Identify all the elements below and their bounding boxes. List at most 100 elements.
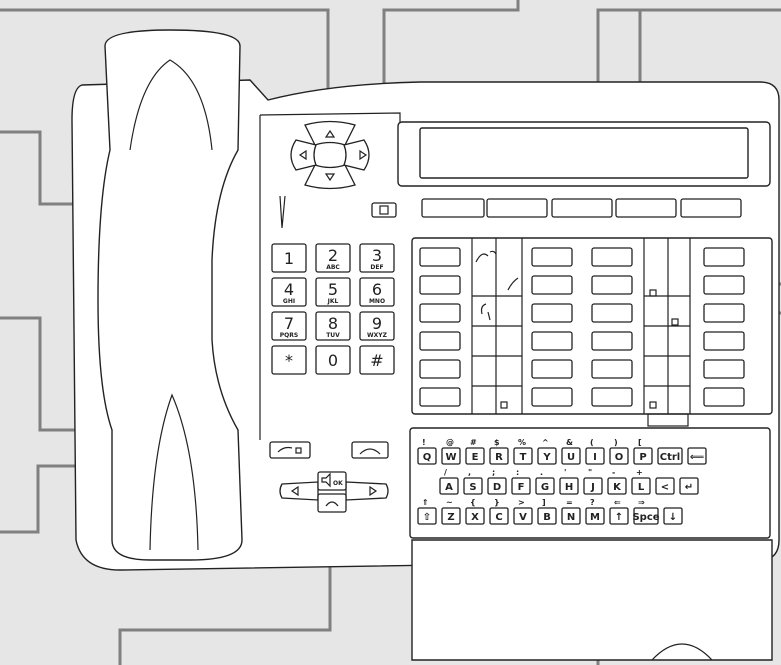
nav-left-button[interactable]: [290, 139, 317, 171]
keyboard-key-0-10[interactable]: Ctrl: [657, 447, 683, 465]
function-key-0-1[interactable]: [531, 247, 573, 267]
vol-up-button[interactable]: [345, 481, 389, 501]
mute-key[interactable]: [317, 493, 347, 513]
function-key-1-3[interactable]: [703, 275, 745, 295]
keyboard-key-0-1[interactable]: W: [441, 447, 461, 465]
keyboard-key-2-4[interactable]: V: [513, 507, 533, 525]
function-key-4-2[interactable]: [591, 359, 633, 379]
keyboard-key-2-3[interactable]: C: [489, 507, 509, 525]
redial-key[interactable]: [269, 441, 311, 459]
keyboard-key-1-4[interactable]: G: [535, 477, 555, 495]
keyboard-key-1-2[interactable]: D: [487, 477, 507, 495]
keyboard-key-1-3[interactable]: F: [511, 477, 531, 495]
function-key-5-0[interactable]: [419, 387, 461, 407]
keyboard-key-2-9[interactable]: Spce: [632, 507, 660, 525]
vol-down-button[interactable]: [279, 481, 319, 501]
keyboard-key-1-5[interactable]: H: [559, 477, 579, 495]
keyboard-key-2-8[interactable]: ↑: [609, 507, 629, 525]
function-key-2-2[interactable]: [591, 303, 633, 323]
led-1: [500, 401, 508, 409]
function-key-1-0[interactable]: [419, 275, 461, 295]
keyboard-key-label: I: [593, 452, 597, 463]
nav-right-button[interactable]: [343, 139, 370, 171]
softkey-3[interactable]: [551, 198, 613, 218]
keyboard-key-2-10[interactable]: ↓: [663, 507, 683, 525]
function-key-5-1[interactable]: [531, 387, 573, 407]
softkey-2[interactable]: [486, 198, 548, 218]
keyboard-key-1-8[interactable]: L: [631, 477, 651, 495]
dial-key-number: 1: [284, 249, 294, 268]
keyboard-symbol: ~: [446, 498, 453, 507]
function-key-3-0[interactable]: [419, 331, 461, 351]
keyboard-key-0-5[interactable]: Y: [537, 447, 557, 465]
keyboard-symbol: @: [446, 438, 454, 447]
function-key-4-3[interactable]: [703, 359, 745, 379]
softkey-1[interactable]: [421, 198, 485, 218]
dial-key-10[interactable]: 0: [315, 345, 351, 375]
function-key-3-3[interactable]: [703, 331, 745, 351]
function-key-5-3[interactable]: [703, 387, 745, 407]
softkeys[interactable]: [421, 198, 742, 218]
keyboard-key-0-3[interactable]: R: [489, 447, 509, 465]
keyboard-key-1-0[interactable]: A: [439, 477, 459, 495]
function-key-0-2[interactable]: [591, 247, 633, 267]
function-key-4-0[interactable]: [419, 359, 461, 379]
function-key-2-1[interactable]: [531, 303, 573, 323]
keyboard-key-2-7[interactable]: M: [585, 507, 605, 525]
dial-key-9[interactable]: *: [271, 345, 307, 375]
line-key[interactable]: [371, 202, 397, 218]
keyboard-key-2-2[interactable]: X: [465, 507, 485, 525]
function-key-0-3[interactable]: [703, 247, 745, 267]
softkey-4[interactable]: [615, 198, 677, 218]
keyboard-key-2-6[interactable]: N: [561, 507, 581, 525]
speaker-key[interactable]: [317, 471, 347, 491]
keyboard-key-0-9[interactable]: P: [633, 447, 653, 465]
keyboard-symbol: :: [516, 468, 519, 477]
function-key-2-0[interactable]: [419, 303, 461, 323]
keyboard-key-0-8[interactable]: O: [609, 447, 629, 465]
keyboard-key-1-7[interactable]: K: [607, 477, 627, 495]
dial-key-number: 0: [328, 351, 338, 370]
dial-key-0[interactable]: 1: [271, 243, 307, 273]
keyboard[interactable]: Q!W@E#R$T%Y^U&I(O)P[Ctrl⟸A/S,D;F:G.H'J"K…: [417, 438, 707, 525]
keyboard-key-1-10[interactable]: ↵: [679, 477, 699, 495]
nav-cluster[interactable]: [290, 120, 370, 190]
softkey-5[interactable]: [680, 198, 742, 218]
function-key-4-1[interactable]: [531, 359, 573, 379]
keyboard-key-1-9[interactable]: <: [655, 477, 675, 495]
callout-mute-key: [118, 510, 332, 665]
keyboard-key-2-0[interactable]: ⇧: [417, 507, 437, 525]
function-key-2-3[interactable]: [703, 303, 745, 323]
keyboard-symbol: ⇑: [422, 498, 429, 507]
keyboard-key-2-5[interactable]: B: [537, 507, 557, 525]
function-key-1-1[interactable]: [531, 275, 573, 295]
keyboard-key-1-1[interactable]: S: [463, 477, 483, 495]
function-key-3-2[interactable]: [591, 331, 633, 351]
hangup-key[interactable]: [351, 441, 389, 459]
function-keys[interactable]: [419, 247, 745, 407]
function-key-0-0[interactable]: [419, 247, 461, 267]
function-key-5-2[interactable]: [591, 387, 633, 407]
keyboard-key-0-0[interactable]: Q: [417, 447, 437, 465]
keyboard-key-1-6[interactable]: J: [583, 477, 603, 495]
ok-label: OK: [333, 480, 343, 487]
keyboard-symbol: ?: [590, 498, 595, 507]
keyboard-key-0-6[interactable]: U: [561, 447, 581, 465]
keyboard-key-2-1[interactable]: Z: [441, 507, 461, 525]
keyboard-key-0-4[interactable]: T: [513, 447, 533, 465]
keyboard-key-0-7[interactable]: I: [585, 447, 605, 465]
keyboard-key-0-11[interactable]: ⟸: [687, 447, 707, 465]
function-key-3-1[interactable]: [531, 331, 573, 351]
dial-key-11[interactable]: #: [359, 345, 395, 375]
function-key-1-2[interactable]: [591, 275, 633, 295]
keyboard-key-0-2[interactable]: E: [465, 447, 485, 465]
